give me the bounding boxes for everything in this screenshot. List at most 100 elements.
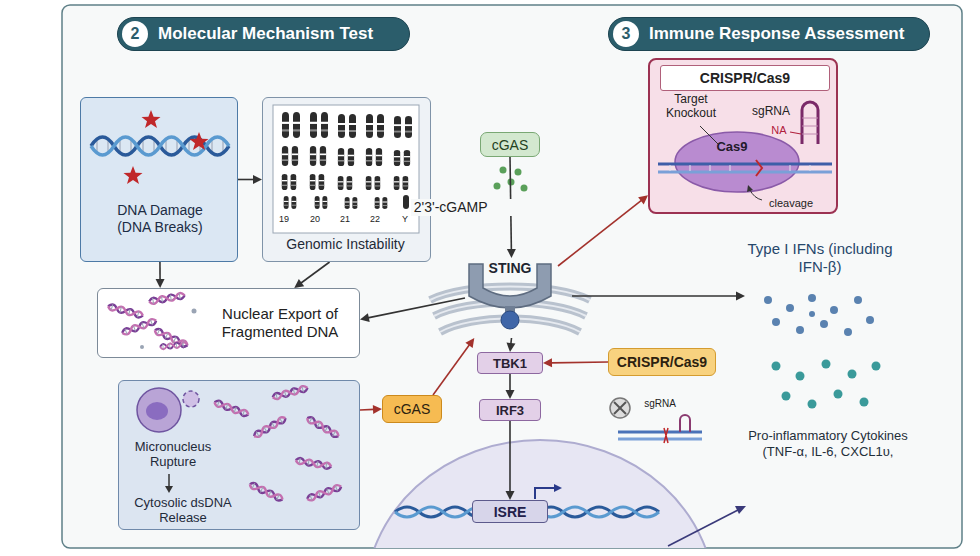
text-wrapper: Pro-inflammatory Cytokines (TNF-α, IL-6,… (740, 428, 916, 460)
connector-line (301, 262, 330, 283)
node-text: Cytosolic dsDNA Release (125, 495, 241, 525)
arrow-head (506, 390, 515, 399)
node-text: Molecular Mechanism Test (158, 24, 403, 44)
text-wrapper: STING (465, 260, 555, 277)
arrow-head (294, 279, 304, 288)
text-wrapper: Molecular Mechanism Test (158, 24, 403, 44)
text-wrapper: 2 (122, 21, 148, 47)
arrow-head (253, 175, 262, 184)
node-text: Nuclear Export of Fragmented DNA (206, 305, 354, 341)
connector-arrow (506, 374, 515, 399)
text-wrapper: Type I IFNs (including IFN-β) (738, 240, 902, 276)
receptor: STING (465, 258, 558, 338)
process-box: Micronucleus RuptureCytosolic dsDNA Rele… (118, 380, 360, 530)
crispr-panel: CRISPR/Cas9 (648, 58, 838, 214)
text-wrapper: Nuclear Export of Fragmented DNA (206, 305, 354, 341)
protein-box: TBK1 (477, 352, 543, 374)
text-wrapper: 20 (307, 214, 323, 225)
arrow-head (465, 338, 474, 348)
arrow-head (638, 195, 648, 204)
text-wrapper: sgRNA (638, 398, 682, 410)
connector-arrow (360, 298, 465, 322)
callout-label: sgRNA (638, 398, 682, 410)
text-wrapper: TBK1 (493, 356, 527, 371)
callout-label: sgRNA (748, 104, 794, 118)
node-text: cGAS (492, 137, 529, 153)
node-text: 3 (613, 21, 639, 47)
text-wrapper: 2'3'-cGAMP (411, 199, 612, 216)
connector-arrow (238, 175, 262, 184)
node-text: cGAS (394, 401, 431, 417)
node-text: CRISPR/Cas9 (617, 354, 707, 370)
text-wrapper: CRISPR/Cas9 (617, 354, 707, 370)
chromosome-number: 22 (367, 214, 383, 225)
output-label: Type I IFNs (including IFN-β) (738, 240, 902, 276)
section-header: 3 Immune Response Assessment (608, 17, 930, 51)
node-text: IRF3 (496, 403, 524, 418)
text-wrapper: DNA Damage (DNA Breaks) (107, 202, 213, 236)
edge-label: 2'3'-cGAMP (411, 199, 612, 216)
cytokine-dots (772, 360, 881, 409)
connector-arrow (543, 358, 608, 367)
node-text: CRISPR/Cas9 (660, 65, 830, 91)
text-wrapper: Cytosolic dsDNA Release (125, 495, 241, 525)
text-wrapper: IRF3 (496, 403, 524, 418)
node-text: ISRE (494, 504, 527, 520)
node-text: Immune Response Assessment (649, 24, 924, 44)
output-label: Pro-inflammatory Cytokines (TNF-α, IL-6,… (740, 428, 916, 460)
output-arrow (572, 292, 745, 301)
process-box: DNA Damage (DNA Breaks) (80, 97, 238, 262)
crispr-box: CRISPR/Cas9 (608, 348, 716, 376)
text-wrapper: Cas9 (708, 139, 756, 154)
node-text: DNA Damage (DNA Breaks) (107, 202, 213, 236)
arrow-head (507, 249, 516, 258)
ifn-dots (764, 294, 874, 336)
chromosome-number: 20 (307, 214, 323, 225)
arrow-head (506, 343, 515, 352)
text-wrapper: Target Knockout (654, 92, 728, 120)
nucleus (365, 440, 715, 548)
text-wrapper: cleavage (760, 197, 822, 210)
text-wrapper: 19 (276, 214, 292, 225)
output-arrow (668, 506, 746, 546)
callout-label: cleavage (760, 197, 822, 210)
arrow-head (360, 313, 370, 322)
text-wrapper: 3 (613, 21, 639, 47)
protein-box: IRF3 (479, 399, 541, 421)
text-wrapper: Immune Response Assessment (649, 24, 924, 44)
connector-line (368, 298, 465, 318)
process-box: Genomic Instability (262, 97, 431, 262)
connector-arrow (156, 262, 165, 288)
promoter-arrow (535, 484, 562, 499)
text-wrapper: cGAS (394, 401, 431, 417)
connector-arrow (506, 338, 515, 352)
arrow-head (543, 358, 552, 367)
callout-label: Cas9 (708, 139, 756, 154)
callout-label: Target Knockout (654, 92, 728, 120)
er-membrane (430, 287, 590, 333)
connector-line (159, 262, 161, 280)
text-wrapper: 22 (367, 214, 383, 225)
connector-arrow (433, 338, 474, 395)
connector-arrow (506, 421, 515, 500)
connector-line (551, 361, 608, 363)
chromosome-number: 21 (337, 214, 353, 225)
text-wrapper: ISRE (494, 504, 527, 520)
connector-line (509, 421, 511, 492)
connector-line (238, 179, 254, 181)
arrow-head (156, 279, 165, 288)
node-text: STING (465, 260, 555, 277)
knockout-icon (610, 398, 702, 443)
connector-line (360, 409, 374, 411)
text-wrapper: CRISPR/Cas9 (660, 65, 830, 91)
arrow-head (373, 405, 382, 414)
callout-label: NA (766, 124, 792, 136)
text-wrapper: Genomic Instability (263, 236, 428, 253)
node-text: Micronucleus Rupture (125, 439, 221, 469)
node-text: Genomic Instability (263, 236, 428, 253)
protein-box: cGAS (480, 132, 540, 157)
text-wrapper: 21 (337, 214, 353, 225)
connector-line (433, 344, 470, 395)
arrow-head (506, 491, 515, 500)
node-text: 2 (122, 21, 148, 47)
